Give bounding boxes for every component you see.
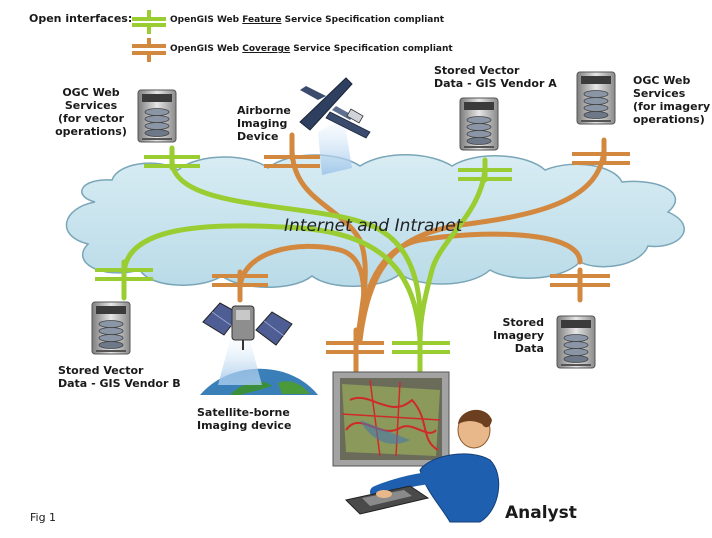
legend-feature-keyword: Feature [242,15,282,25]
legend-coverage-symbol [132,38,166,62]
coverage-link-stored-imagery [357,231,583,343]
aircraft-icon [299,77,371,175]
figure-caption: Fig 1 [30,511,57,524]
label-airborne: Airborne Imaging Device [237,104,291,143]
server-vendor-b [91,301,131,355]
server-ogc-imagery [576,71,616,125]
server-vendor-a [459,97,499,151]
legend-coverage-suffix: Service Specification compliant [290,44,453,54]
legend-coverage-prefix: OpenGIS Web [170,44,243,54]
legend-coverage-label: OpenGIS Web Coverage Service Specificati… [170,44,453,54]
legend-feature-symbol [132,10,166,34]
monitor-icon [332,371,450,467]
legend-title: Open interfaces: [29,12,133,25]
label-stored-vector-b: Stored Vector Data - GIS Vendor B [58,364,181,390]
label-stored-vector-a: Stored Vector Data - GIS Vendor A [434,64,557,90]
server-stored-imagery [556,315,596,369]
satellite-icon [200,302,318,395]
legend-coverage-keyword: Coverage [242,44,291,54]
legend-feature-suffix: Service Specification compliant [281,15,445,25]
feature-link-vendor-a [417,167,488,343]
label-satellite: Satellite-borne Imaging device [197,406,292,432]
analyst-label: Analyst [505,503,577,523]
cloud-label: Internet and Intranet [284,216,463,236]
server-ogc-vector [137,89,177,143]
legend-feature-label: OpenGIS Web Feature Service Specificatio… [170,15,444,25]
label-ogc-vector: OGC Web Services (for vector operations) [55,86,127,138]
analyst-figure [344,409,500,523]
label-stored-imagery: Stored Imagery Data [493,316,544,355]
label-ogc-imagery: OGC Web Services (for imagery operations… [633,74,711,126]
legend-feature-prefix: OpenGIS Web [170,15,243,25]
feature-link-vendor-b [121,223,423,343]
interface-symbols [95,152,630,354]
feature-link-ogc-vector [169,157,423,343]
